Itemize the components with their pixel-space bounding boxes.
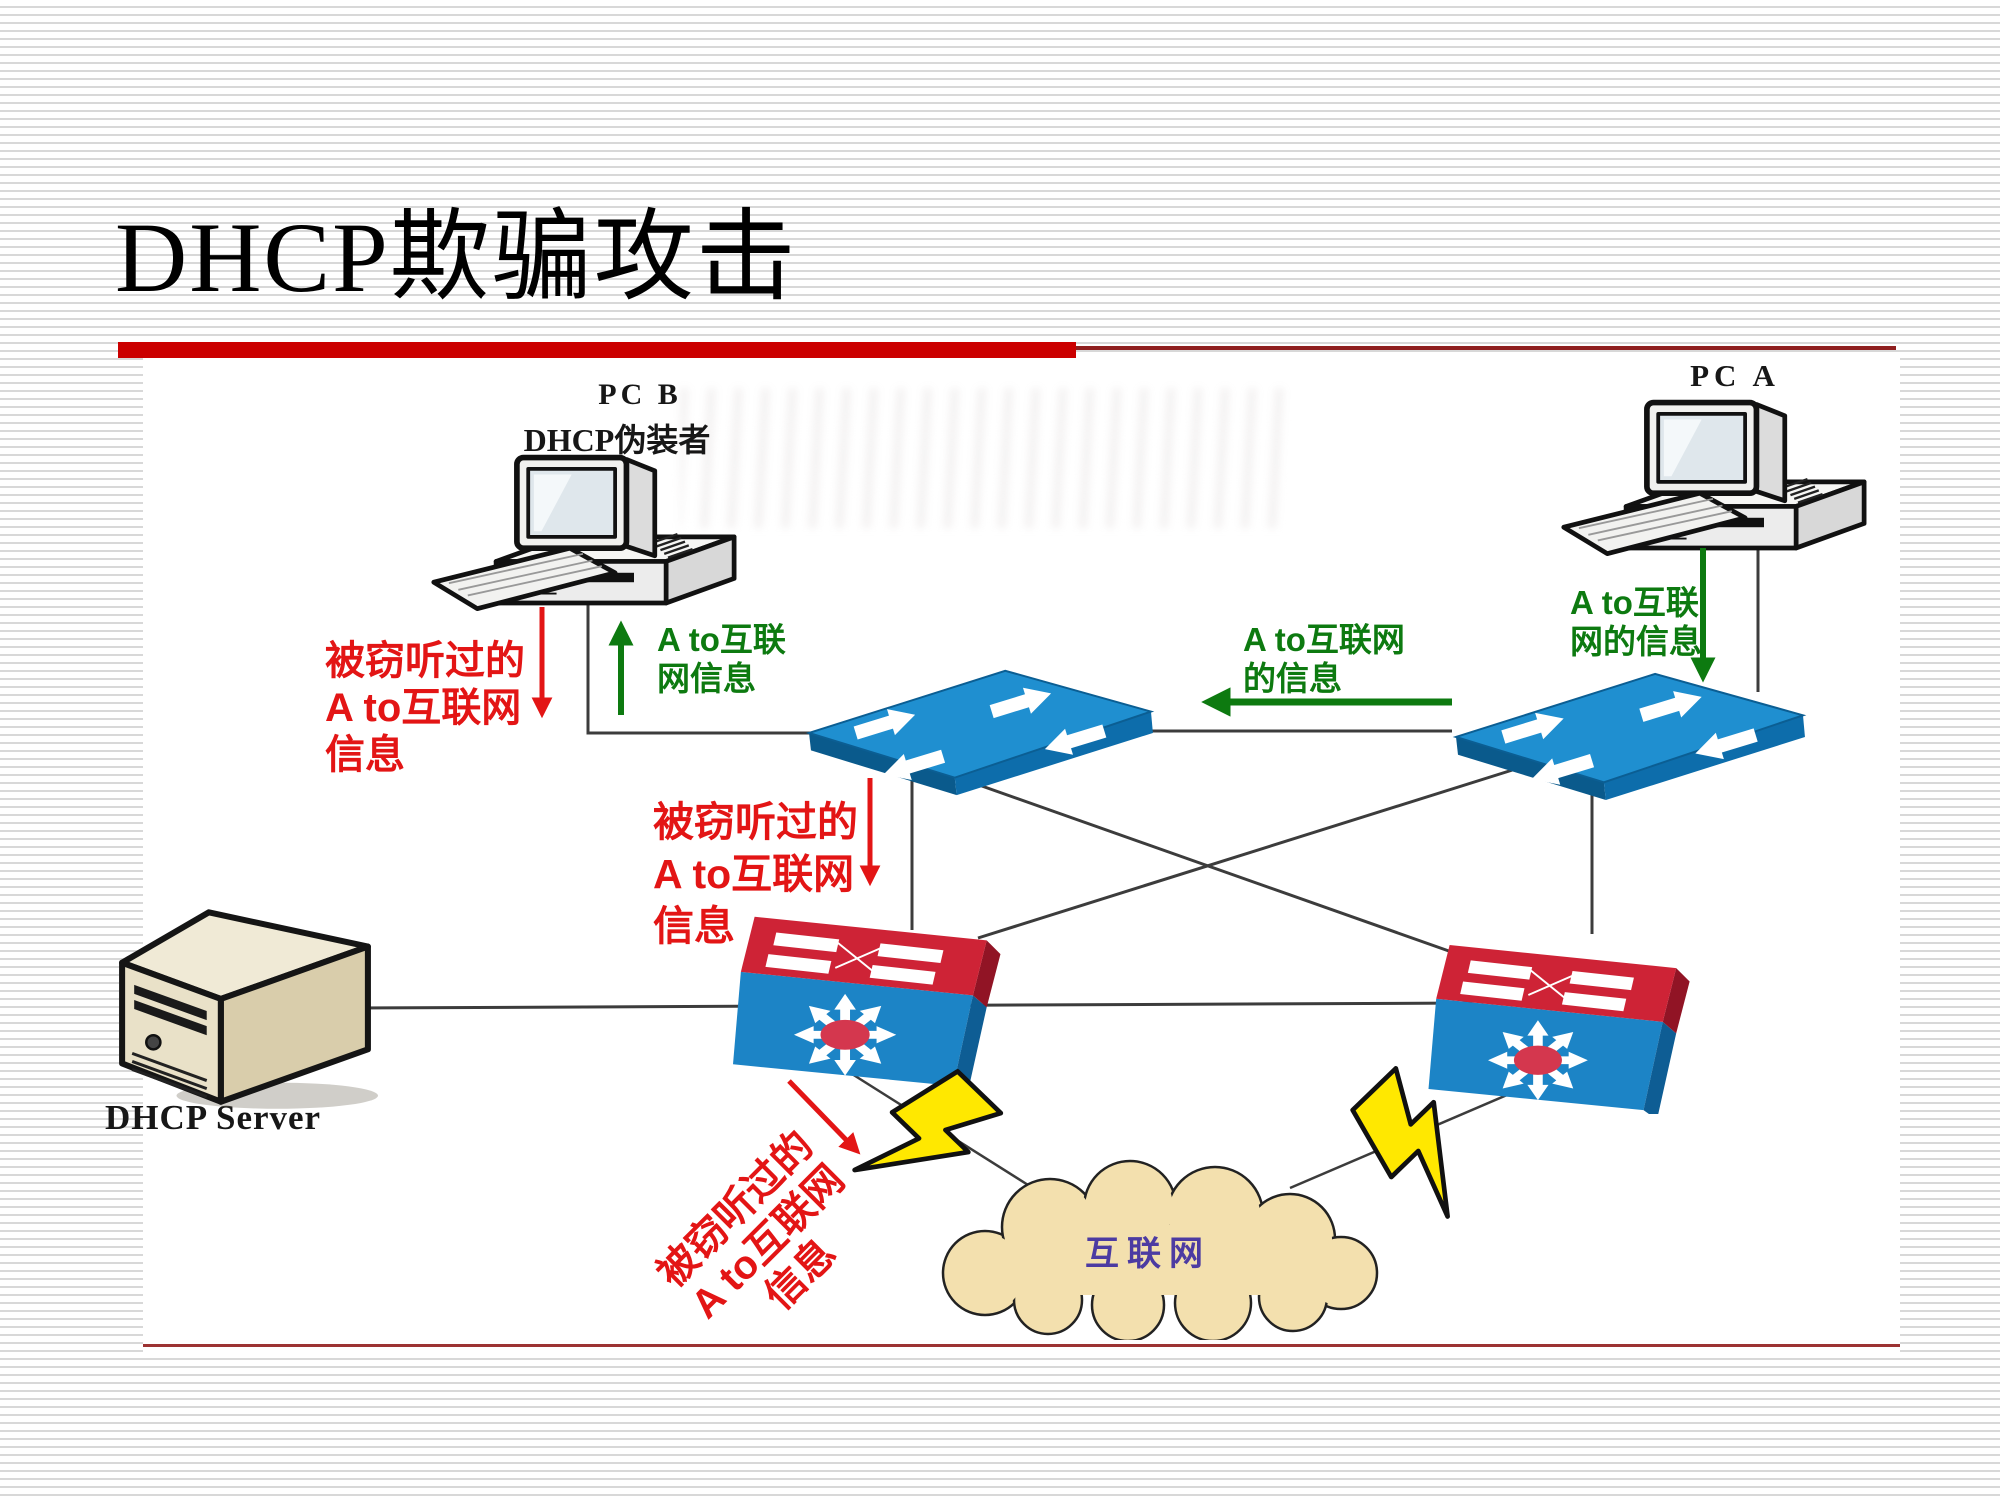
switch-left-icon <box>795 663 1165 799</box>
text-line: 网信息 <box>657 660 756 697</box>
text-line: A to互联网 <box>325 686 522 730</box>
dhcp-server-icon <box>108 898 380 1110</box>
annotation-left-red: 被窃听过的 A to互联网 信息 <box>325 638 525 779</box>
pc-b-sublabel: DHCP伪装者 <box>523 422 711 458</box>
text-line: 信息 <box>325 733 405 777</box>
pc-b-label: PC B <box>598 378 682 411</box>
text-line: 被窃听过的 <box>325 639 525 683</box>
switch-right-icon <box>1442 666 1817 804</box>
text-line: A to互联网 <box>1243 621 1405 658</box>
text-line: 的信息 <box>1243 660 1342 697</box>
text-line: A to互联网 <box>653 851 855 897</box>
dhcp-server-label: DHCP Server <box>105 1098 322 1137</box>
annotation-pca-green: A to互联 网的信息 <box>1570 583 1702 661</box>
title-underline-bar <box>118 342 1076 358</box>
internet-cloud-label: 互联网 <box>1085 1235 1211 1273</box>
pc-a-icon <box>1560 385 1900 575</box>
title-underline-thin-line <box>1076 346 1896 350</box>
internet-cloud-icon <box>915 1155 1395 1343</box>
pc-b-icon <box>430 440 770 630</box>
mlswitch-right-icon <box>1425 922 1720 1120</box>
text-line: 网的信息 <box>1570 623 1702 660</box>
text-line: 信息 <box>653 903 735 949</box>
text-line: A to互联 <box>657 621 786 658</box>
faint-watermark <box>680 388 1290 528</box>
annotation-mid-red: 被窃听过的 A to互联网 信息 <box>653 796 858 952</box>
annotation-mid-green: A to互联网 的信息 <box>1243 620 1405 698</box>
annotation-pcb-green: A to互联 网信息 <box>657 620 786 698</box>
pc-a-label: PC A <box>1690 358 1780 393</box>
text-line: 被窃听过的 <box>653 799 858 845</box>
text-line: A to互联 <box>1570 584 1699 621</box>
bottom-divider-line <box>143 1344 1900 1347</box>
slide-title: DHCP欺骗攻击 <box>115 202 798 313</box>
